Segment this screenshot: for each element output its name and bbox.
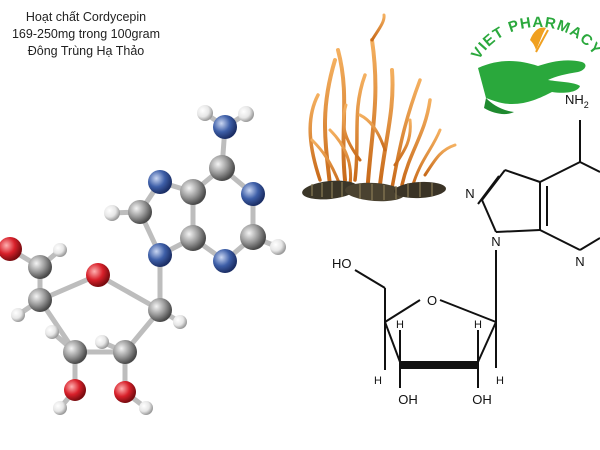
- nitrogen-atom: [213, 115, 237, 139]
- hydrogen-atom: [45, 325, 59, 339]
- carbon-atom: [113, 340, 137, 364]
- hydrogen-atom: [53, 401, 67, 415]
- skeletal-labels: NH2 N N N HO O H H H H OH OH: [332, 92, 589, 407]
- oxygen-atom: [114, 381, 136, 403]
- hydrogen-atom: [104, 205, 120, 221]
- carbon-atom: [28, 255, 52, 279]
- hydrogen-label-3: H: [374, 375, 382, 387]
- amine-label: NH2: [565, 92, 589, 110]
- cordyceps-photo: [302, 13, 457, 202]
- oxygen-atom: [64, 379, 86, 401]
- hydrogen-atom: [53, 243, 67, 257]
- cordyceps-larvae: [302, 180, 446, 202]
- hydrogen-atom: [238, 106, 254, 122]
- caption-line-2: 169-250mg trong 100gram: [11, 27, 160, 41]
- nitrogen-atom: [213, 249, 237, 273]
- hand-leaf-icon: [478, 27, 586, 115]
- oxygen-atom: [86, 263, 110, 287]
- nitrogen-label-9: N: [491, 234, 500, 249]
- hydroxyl-label-2: OH: [472, 392, 492, 407]
- carbon-atom: [240, 224, 266, 250]
- ring-oxygen-label: O: [427, 293, 437, 308]
- nitrogen-atom: [148, 170, 172, 194]
- molecule-atoms: [0, 105, 286, 415]
- carbon-atom: [148, 298, 172, 322]
- hydroxyl-label-3: OH: [398, 392, 418, 407]
- hydrogen-label-1: H: [396, 319, 404, 331]
- caption-line-3: Đông Trùng Hạ Thảo: [27, 44, 145, 58]
- caption-line-1: Hoạt chất Cordycepin: [25, 10, 147, 24]
- carbon-atom: [63, 340, 87, 364]
- hydrogen-label-2: H: [474, 319, 482, 331]
- hydroxyl-label-5: HO: [332, 256, 352, 271]
- hydrogen-atom: [173, 315, 187, 329]
- hydrogen-label-4: H: [496, 375, 504, 387]
- skeletal-formula: [354, 120, 600, 388]
- molecule-bonds: [7, 110, 281, 411]
- ball-and-stick-model: [0, 105, 286, 415]
- nitrogen-label-3: N: [575, 254, 584, 269]
- carbon-atom: [128, 200, 152, 224]
- carbon-atom: [180, 179, 206, 205]
- nitrogen-atom: [241, 182, 265, 206]
- carbon-atom: [28, 288, 52, 312]
- hydrogen-atom: [11, 308, 25, 322]
- carbon-atom: [180, 225, 206, 251]
- carbon-atom: [209, 155, 235, 181]
- caption: Hoạt chất Cordycepin 169-250mg trong 100…: [0, 9, 172, 60]
- hydrogen-atom: [95, 335, 109, 349]
- nitrogen-atom: [148, 243, 172, 267]
- hydrogen-atom: [139, 401, 153, 415]
- hydrogen-atom: [270, 239, 286, 255]
- hydrogen-atom: [197, 105, 213, 121]
- oxygen-atom: [0, 237, 22, 261]
- nitrogen-label-7: N: [465, 186, 474, 201]
